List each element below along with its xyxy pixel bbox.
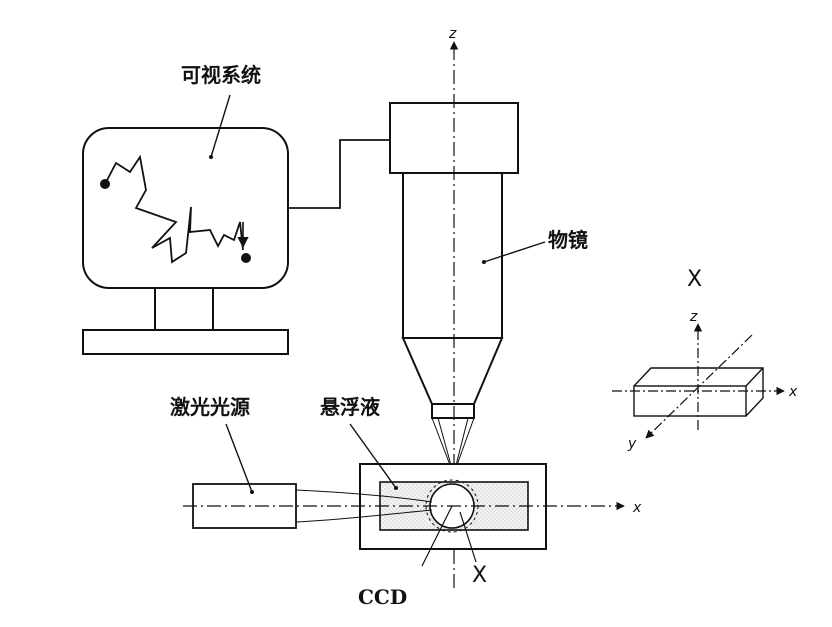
signal-cable — [288, 139, 390, 209]
label-suspension: 悬浮液 — [320, 395, 381, 419]
leader-objective — [483, 241, 546, 263]
objective-taper — [401, 337, 504, 405]
z-axis-label: z — [448, 26, 457, 42]
objective-tip — [431, 403, 475, 419]
coordinate-inset: X z x y — [612, 267, 798, 452]
laser-beam — [295, 489, 433, 523]
inset-y-label: y — [627, 436, 637, 452]
monitor — [82, 127, 289, 355]
particle-trajectory — [100, 154, 251, 264]
ccd-leaders — [421, 505, 477, 567]
label-objective: 物镜 — [548, 228, 588, 252]
x-axis-label: x — [632, 500, 642, 516]
section-marker-bottom: X — [472, 563, 487, 588]
trajectory-end-dot — [241, 253, 251, 263]
label-ccd: CCD — [358, 585, 407, 609]
label-visual-system: 可视系统 — [181, 63, 261, 87]
inset-box-front — [633, 385, 747, 417]
inset-x-label: x — [788, 384, 798, 400]
objective-barrel — [402, 172, 503, 339]
trajectory-start-dot — [100, 179, 110, 189]
leader-laser-source — [225, 423, 253, 493]
monitor-base — [82, 329, 289, 355]
inset-section-marker: X — [687, 267, 702, 292]
leader-suspension — [349, 423, 397, 489]
label-laser-source: 激光光源 — [170, 395, 250, 419]
monitor-screen — [82, 127, 289, 289]
leader-visual-system — [210, 94, 231, 158]
inset-y-axis — [645, 334, 753, 439]
inset-z-label: z — [689, 309, 698, 325]
